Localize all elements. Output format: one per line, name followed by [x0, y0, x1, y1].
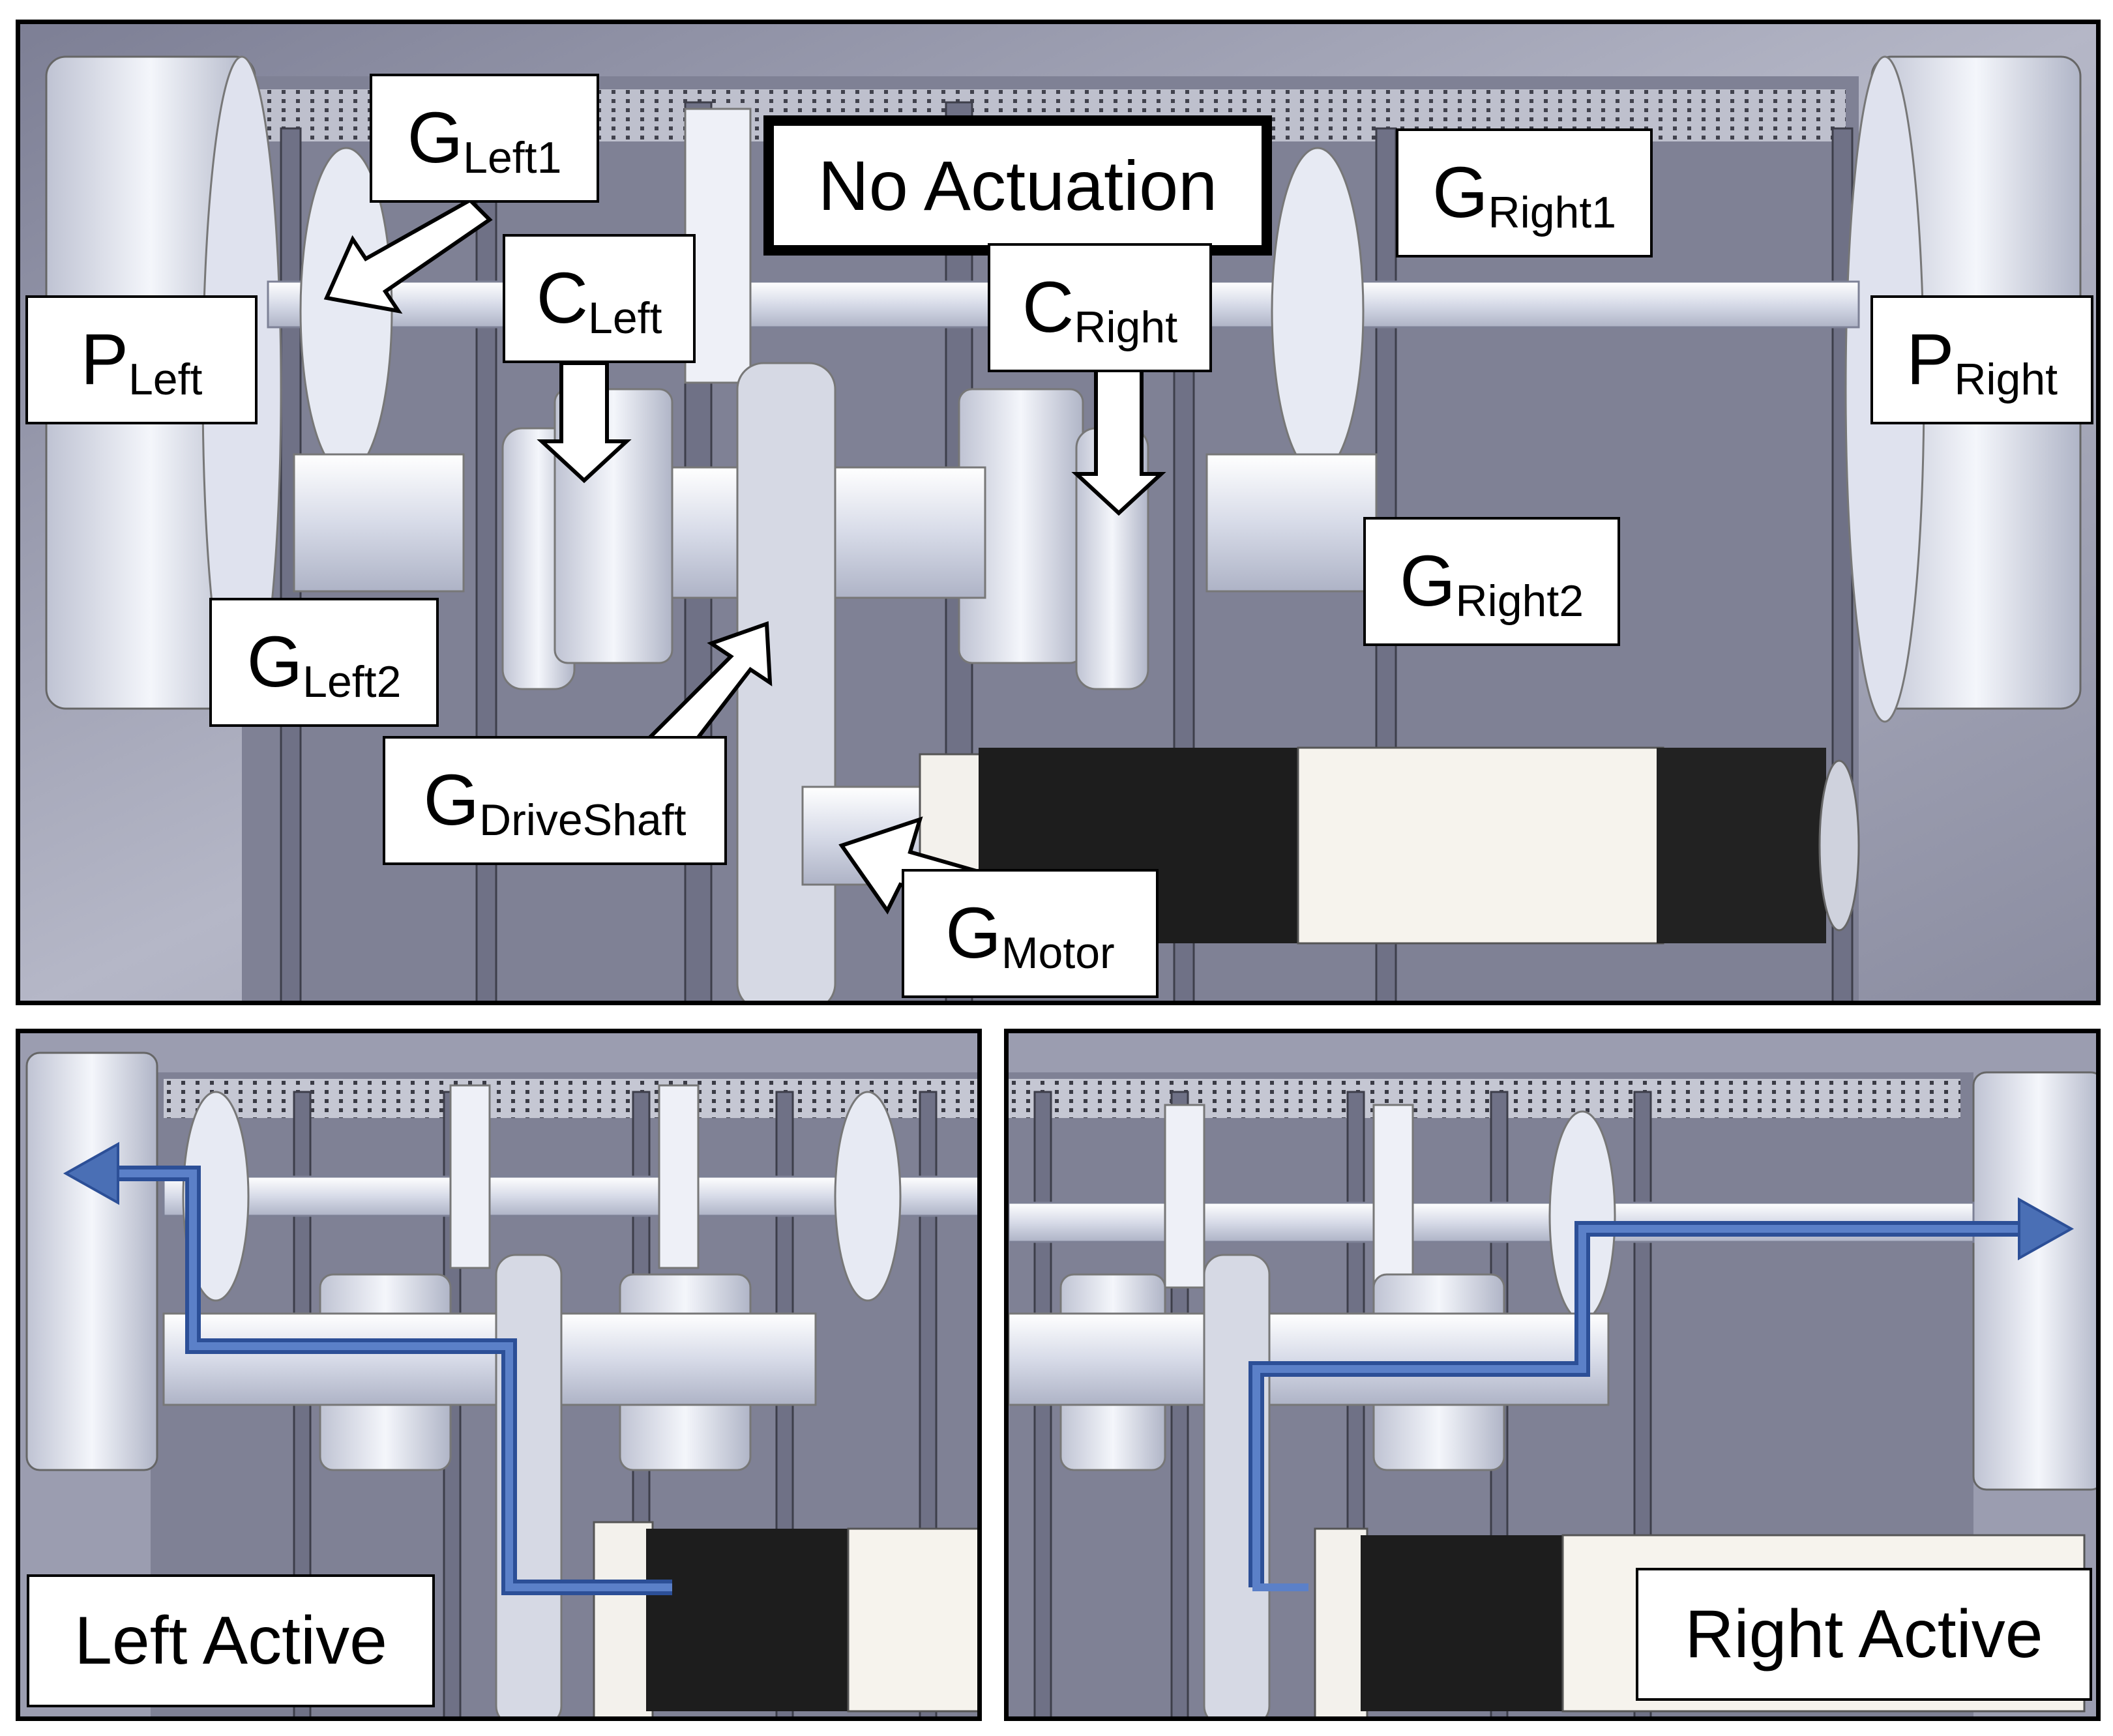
label-c-right-sub: Right — [1074, 302, 1178, 352]
label-g-right1-main: G — [1432, 153, 1488, 233]
state-label-left-active: Left Active — [27, 1574, 435, 1707]
label-g-motor-main: G — [945, 893, 1001, 973]
state-label-right-active: Right Active — [1636, 1568, 2092, 1701]
label-c-left-main: C — [536, 258, 589, 338]
diagram-title-no-actuation: No Actuation — [763, 115, 1272, 256]
label-c-right-main: C — [1022, 267, 1074, 347]
label-p-left-main: P — [80, 319, 128, 400]
label-g-left1-main: G — [407, 98, 464, 178]
label-g-right1-sub: Right1 — [1488, 188, 1617, 237]
label-p-right-main: P — [1906, 319, 1955, 400]
label-g-driveshaft-sub: DriveShaft — [479, 795, 687, 845]
label-g-right2-sub: Right2 — [1455, 576, 1584, 626]
label-g-left1-sub: Left1 — [463, 133, 562, 183]
label-g-left2-main: G — [246, 622, 303, 702]
label-p-left-sub: Left — [128, 355, 203, 404]
label-g-motor-sub: Motor — [1001, 928, 1115, 978]
bottom-right-panel-right-active: Right Active — [1004, 1029, 2101, 1721]
label-p-right-sub: Right — [1954, 355, 2058, 404]
bottom-left-panel-left-active: Left Active — [16, 1029, 982, 1721]
label-g-left2-sub: Left2 — [303, 657, 402, 707]
label-g-driveshaft-main: G — [423, 760, 480, 840]
label-c-left-sub: Left — [588, 293, 662, 343]
label-g-right2-main: G — [1399, 541, 1456, 621]
